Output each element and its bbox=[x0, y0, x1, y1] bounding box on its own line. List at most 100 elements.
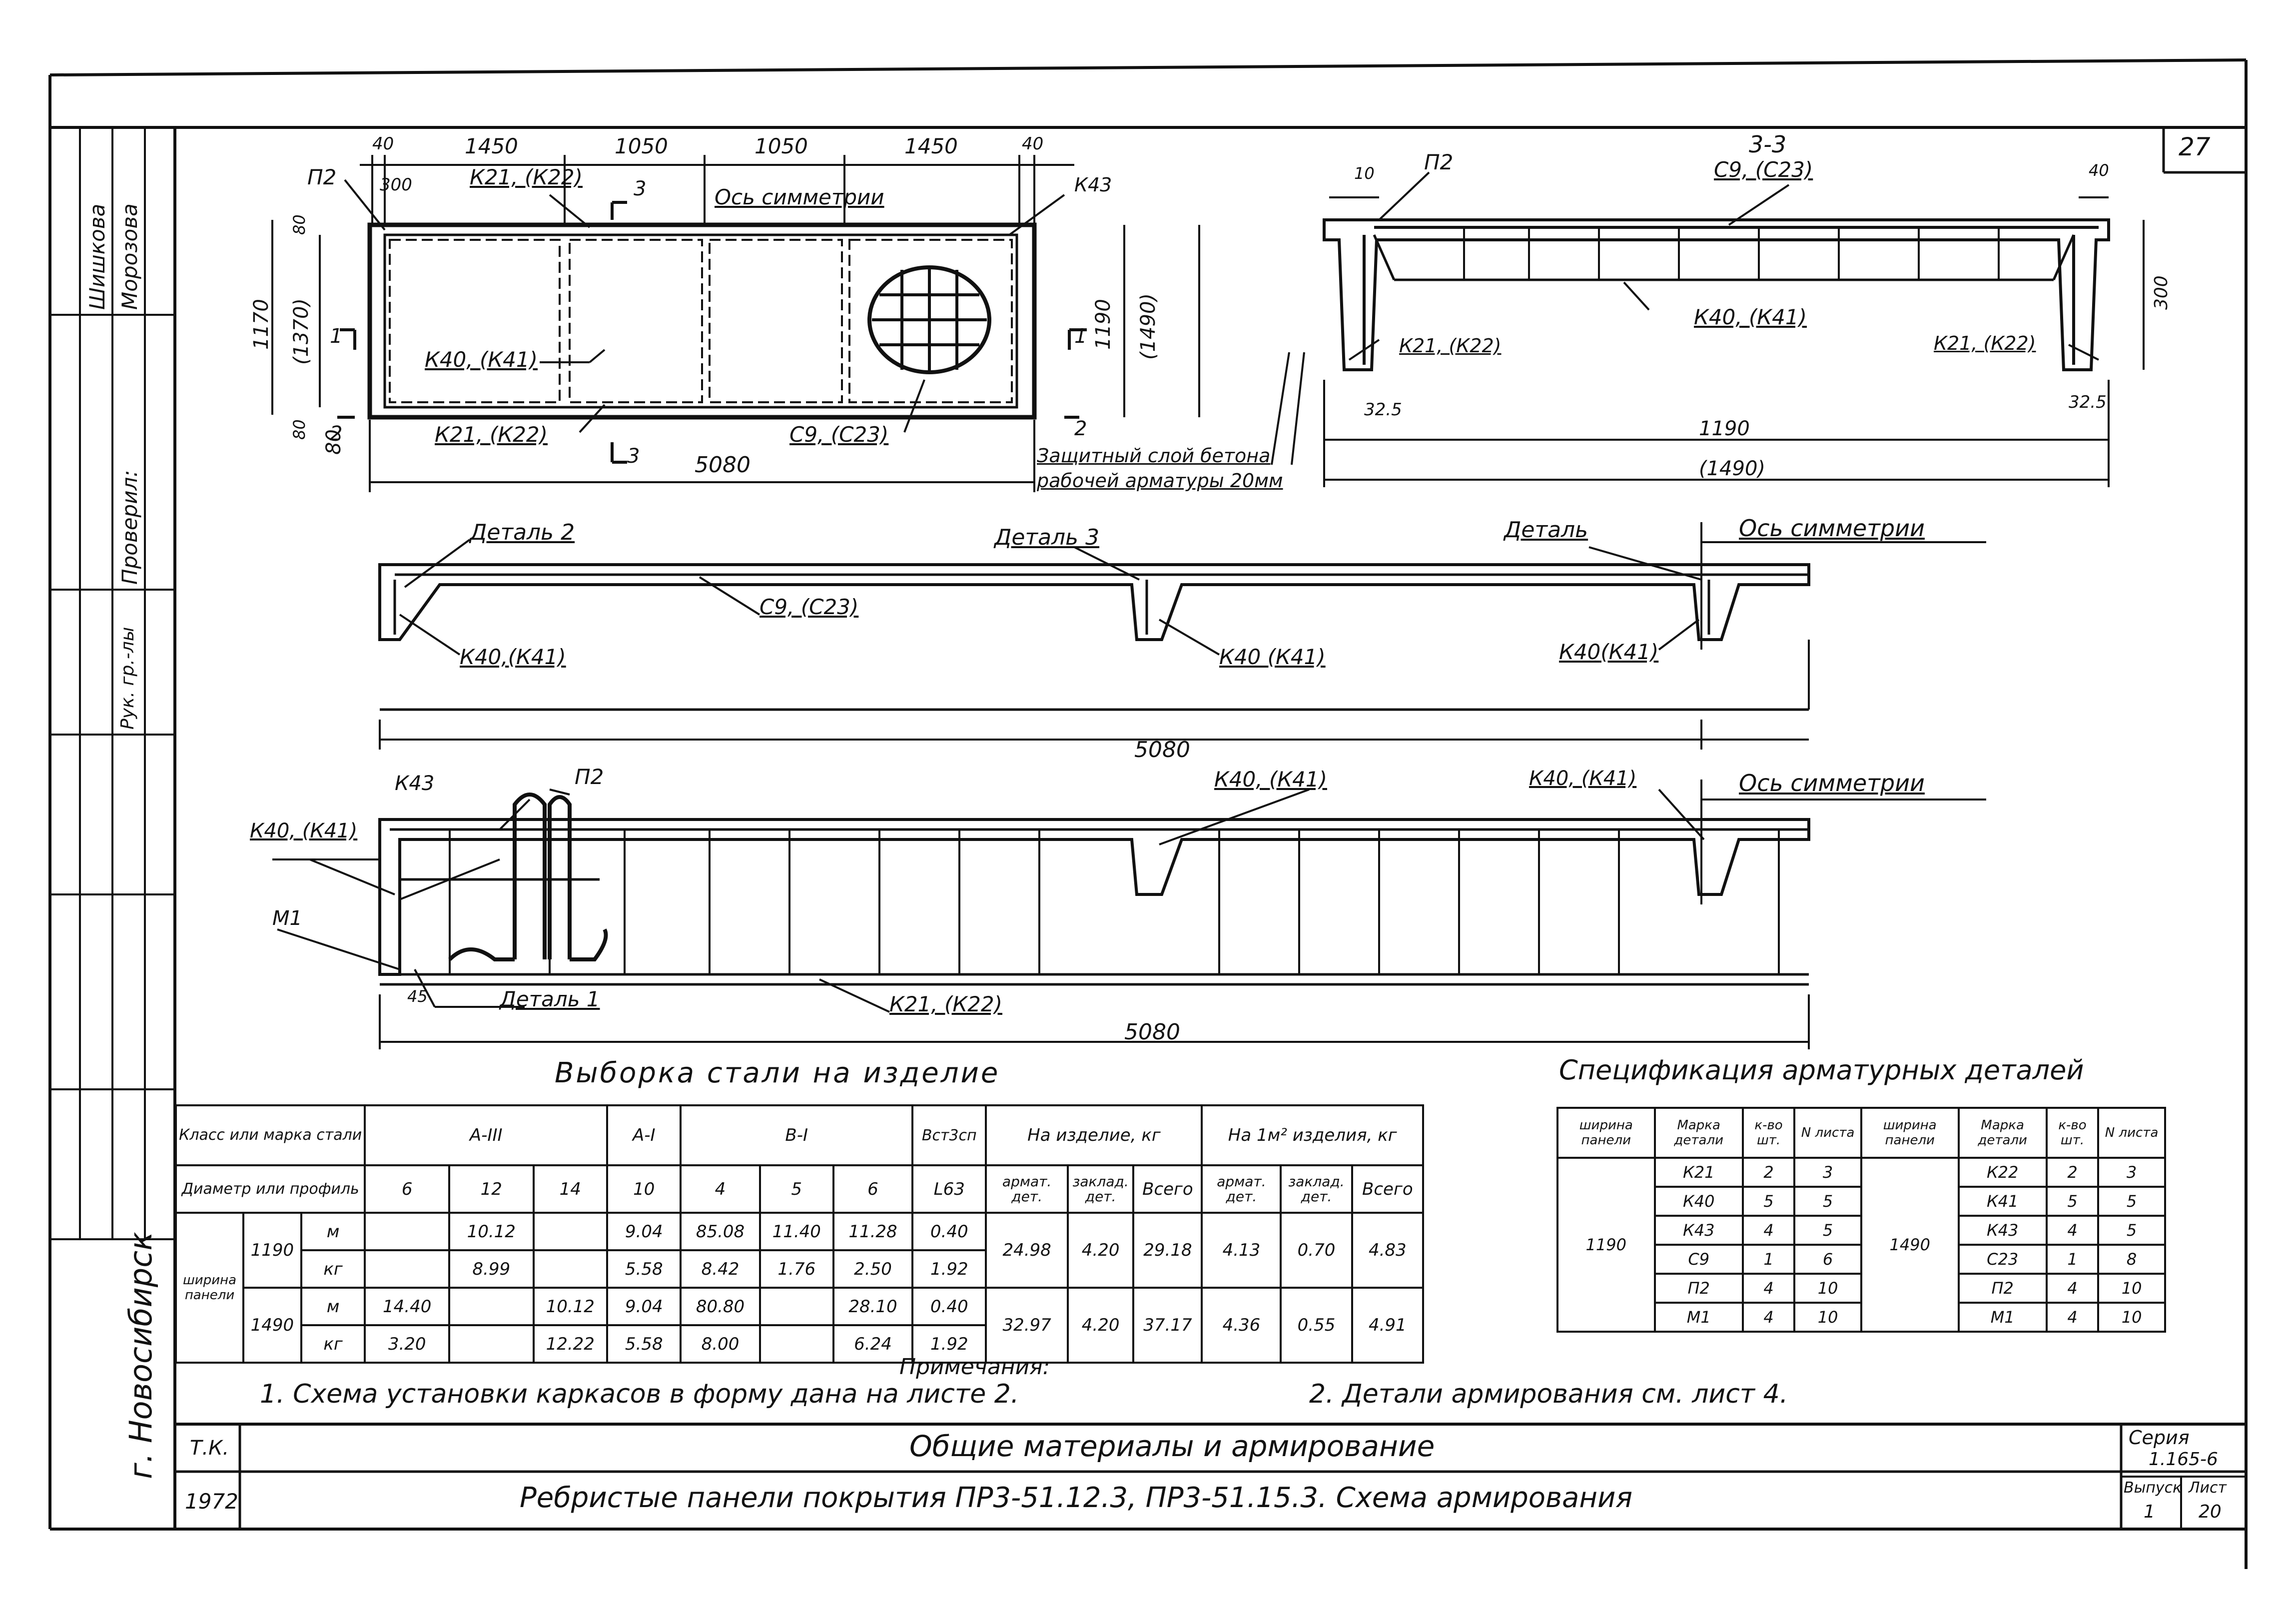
elev1-detail3: Деталь 3 bbox=[994, 525, 1100, 550]
plan-dim-1170: 1170 bbox=[250, 299, 273, 350]
section-3-3 bbox=[1271, 171, 2145, 487]
table-cell: 0.40 bbox=[911, 1287, 987, 1326]
section-label-k21-left: К21, (К22) bbox=[1399, 335, 1502, 357]
spec-cell: 2 bbox=[2045, 1157, 2100, 1188]
plan-dim-40-right: 40 bbox=[1022, 134, 1044, 154]
table-cell bbox=[448, 1287, 535, 1326]
table-cell bbox=[532, 1249, 609, 1289]
th-d5: 4 bbox=[680, 1164, 761, 1214]
elev1-k40-c: К40(К41) bbox=[1559, 640, 1659, 664]
plan-outline bbox=[367, 222, 1037, 420]
mesh-c9-detail bbox=[867, 265, 991, 374]
spec-cell: К40 bbox=[1653, 1186, 1744, 1217]
th-class: Класс или марка стали bbox=[174, 1104, 366, 1166]
spec-cell: П2 bbox=[1957, 1273, 2048, 1304]
table-cell: 5.58 bbox=[606, 1249, 682, 1289]
spec-cell: М1 bbox=[1957, 1302, 2048, 1333]
plan-label-p2: П2 bbox=[307, 165, 337, 189]
spec-cell: 4 bbox=[1741, 1273, 1796, 1304]
section-stirrups bbox=[1463, 227, 2000, 280]
table-cell: 24.98 bbox=[985, 1212, 1069, 1289]
th-zakl: заклад. дет. bbox=[1066, 1164, 1135, 1214]
elev1-detail: Деталь bbox=[1504, 517, 1588, 543]
table-cell: 0.40 bbox=[911, 1212, 987, 1251]
plan-dim-80-top: 80 bbox=[290, 214, 309, 235]
page-number: 27 bbox=[2179, 132, 2211, 161]
th-d3: 14 bbox=[532, 1164, 609, 1214]
plan-label-k40: К40, (К41) bbox=[425, 347, 538, 372]
plan-cut-2-right: 2 bbox=[1074, 417, 1087, 440]
plan-cut-2-left: 2 bbox=[330, 422, 343, 445]
elev1-k40-b: К40 (К41) bbox=[1219, 645, 1326, 669]
table-cell: 3.20 bbox=[364, 1324, 450, 1364]
elev1-axis: Ось симметрии bbox=[1739, 515, 1925, 542]
series-value: 1.165-6 bbox=[2149, 1449, 2218, 1470]
spec-th-sheet-right: N листа bbox=[2097, 1107, 2166, 1159]
row-width-1490: 1490 bbox=[242, 1287, 302, 1364]
table-cell: 1.76 bbox=[759, 1249, 834, 1289]
plan-label-k21-bottom: К21, (К22) bbox=[435, 422, 548, 447]
table-cell: 8.99 bbox=[448, 1249, 535, 1289]
steel-table: Класс или марка стали А-III А-I В-I Вст3… bbox=[174, 1104, 1425, 1364]
title-sub: Ребристые панели покрытия ПР3-51.12.3, П… bbox=[520, 1482, 1633, 1514]
table-cell: 0.70 bbox=[1280, 1212, 1353, 1289]
table-cell bbox=[759, 1324, 834, 1364]
spec-cell: П2 bbox=[1653, 1273, 1744, 1304]
stamp-group-head: Рук. гр.-лы bbox=[117, 627, 138, 730]
spec-cell: 4 bbox=[2045, 1302, 2100, 1333]
elevation-1 bbox=[378, 522, 1986, 750]
lifting-loop-detail bbox=[399, 793, 608, 961]
plan-dim-5080: 5080 bbox=[695, 452, 751, 478]
spec-cell: К41 bbox=[1957, 1186, 2048, 1217]
sheet-value: 20 bbox=[2199, 1502, 2222, 1522]
stamp-checked: Проверил: bbox=[117, 470, 142, 585]
plan-cut-3-top: 3 bbox=[634, 177, 647, 200]
plan-dim-300: 300 bbox=[380, 175, 412, 195]
section-dim-325-right: 32.5 bbox=[2069, 392, 2107, 412]
table-cell: кг bbox=[300, 1324, 366, 1364]
table-cell: 28.10 bbox=[832, 1287, 914, 1326]
plan-dim-1050-right: 1050 bbox=[755, 134, 808, 158]
th-per-m2: На 1м² изделия, кг bbox=[1201, 1104, 1424, 1166]
spec-cell: 1 bbox=[2045, 1244, 2100, 1275]
table-cell: 4.13 bbox=[1201, 1212, 1282, 1289]
elev2-k43: К43 bbox=[395, 772, 435, 795]
table-cell: 8.42 bbox=[680, 1249, 761, 1289]
spec-cell: 1 bbox=[1741, 1244, 1796, 1275]
plan-dim-40-left: 40 bbox=[372, 134, 394, 154]
th-a3: А-III bbox=[364, 1104, 608, 1166]
spec-width-1190: 1190 bbox=[1556, 1157, 1656, 1333]
section-label-k40: К40, (К41) bbox=[1694, 305, 1807, 329]
spec-th-width-left: ширина панели bbox=[1556, 1107, 1656, 1159]
table-cell: 9.04 bbox=[606, 1287, 682, 1326]
th-d7: 6 bbox=[832, 1164, 914, 1214]
table-cell: 4.36 bbox=[1201, 1287, 1282, 1364]
spec-cell: 5 bbox=[2097, 1186, 2166, 1217]
table-cell bbox=[448, 1324, 535, 1364]
spec-cell: М1 bbox=[1653, 1302, 1744, 1333]
spec-cell: 3 bbox=[2097, 1157, 2166, 1188]
elev1-c9: С9, (С23) bbox=[760, 595, 859, 619]
plan-dim-small: 80 bbox=[322, 429, 345, 455]
spec-cell: 4 bbox=[1741, 1215, 1796, 1246]
table-cell: 4.20 bbox=[1066, 1287, 1135, 1364]
elev2-axis: Ось симметрии bbox=[1739, 770, 1925, 797]
note-1: 1. Схема установки каркасов в форму дана… bbox=[260, 1379, 1019, 1409]
table-cell: 6.24 bbox=[832, 1324, 914, 1364]
th-per-item: На изделие, кг bbox=[985, 1104, 1203, 1166]
tk-label: Т.К. bbox=[190, 1437, 229, 1460]
title-main: Общие материалы и армирование bbox=[909, 1429, 1435, 1463]
table-cell: 14.40 bbox=[364, 1287, 450, 1326]
th-a1: А-I bbox=[606, 1104, 682, 1166]
notes-title: Примечания: bbox=[899, 1354, 1050, 1380]
section-dim-1190: 1190 bbox=[1699, 417, 1750, 440]
table-cell: 11.40 bbox=[759, 1212, 834, 1251]
spec-cell: 2 bbox=[1741, 1157, 1796, 1188]
table-cell: 12.22 bbox=[532, 1324, 609, 1364]
spec-th-qty-right: к-во шт. bbox=[2045, 1107, 2100, 1159]
elev2-k21: К21, (К22) bbox=[889, 992, 1002, 1016]
section-label-k21-right: К21, (К22) bbox=[1934, 332, 2036, 354]
plan-dim-80-bottom: 80 bbox=[290, 419, 309, 440]
elev1-k40-a: К40,(К41) bbox=[460, 645, 566, 669]
table-cell: 10.12 bbox=[448, 1212, 535, 1251]
